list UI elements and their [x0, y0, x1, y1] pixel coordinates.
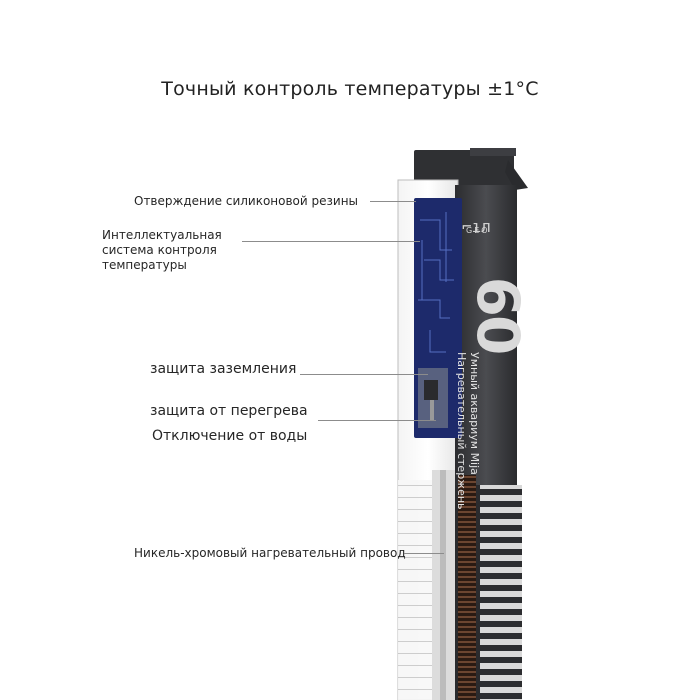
callout-silicone-curing: Отверждение силиконовой резины	[134, 194, 358, 209]
product-name-line2: Нагревательный стержень	[455, 352, 468, 510]
product-name-line1: Умный аквариум Mija	[468, 352, 481, 475]
callout-line-ground	[300, 374, 428, 375]
callout-water-shutoff: Отключение от воды	[152, 428, 307, 445]
callout-line-temp-control	[242, 241, 420, 242]
brand-mark: GEO	[466, 226, 490, 235]
callout-ground-protection: защита заземления	[150, 361, 296, 378]
callout-line-nichrome	[404, 553, 444, 554]
callout-nichrome-wire: Никель-хромовый нагревательный провод	[134, 546, 406, 561]
callout-line-overheat	[318, 420, 436, 421]
callout-overheat-protection: защита от перегрева	[150, 403, 308, 420]
callout-smart-temp-control: Интеллектуальная система контроля темпер…	[102, 228, 252, 273]
heater-ribbed-section	[478, 485, 522, 700]
callout-line-silicone	[370, 201, 416, 202]
